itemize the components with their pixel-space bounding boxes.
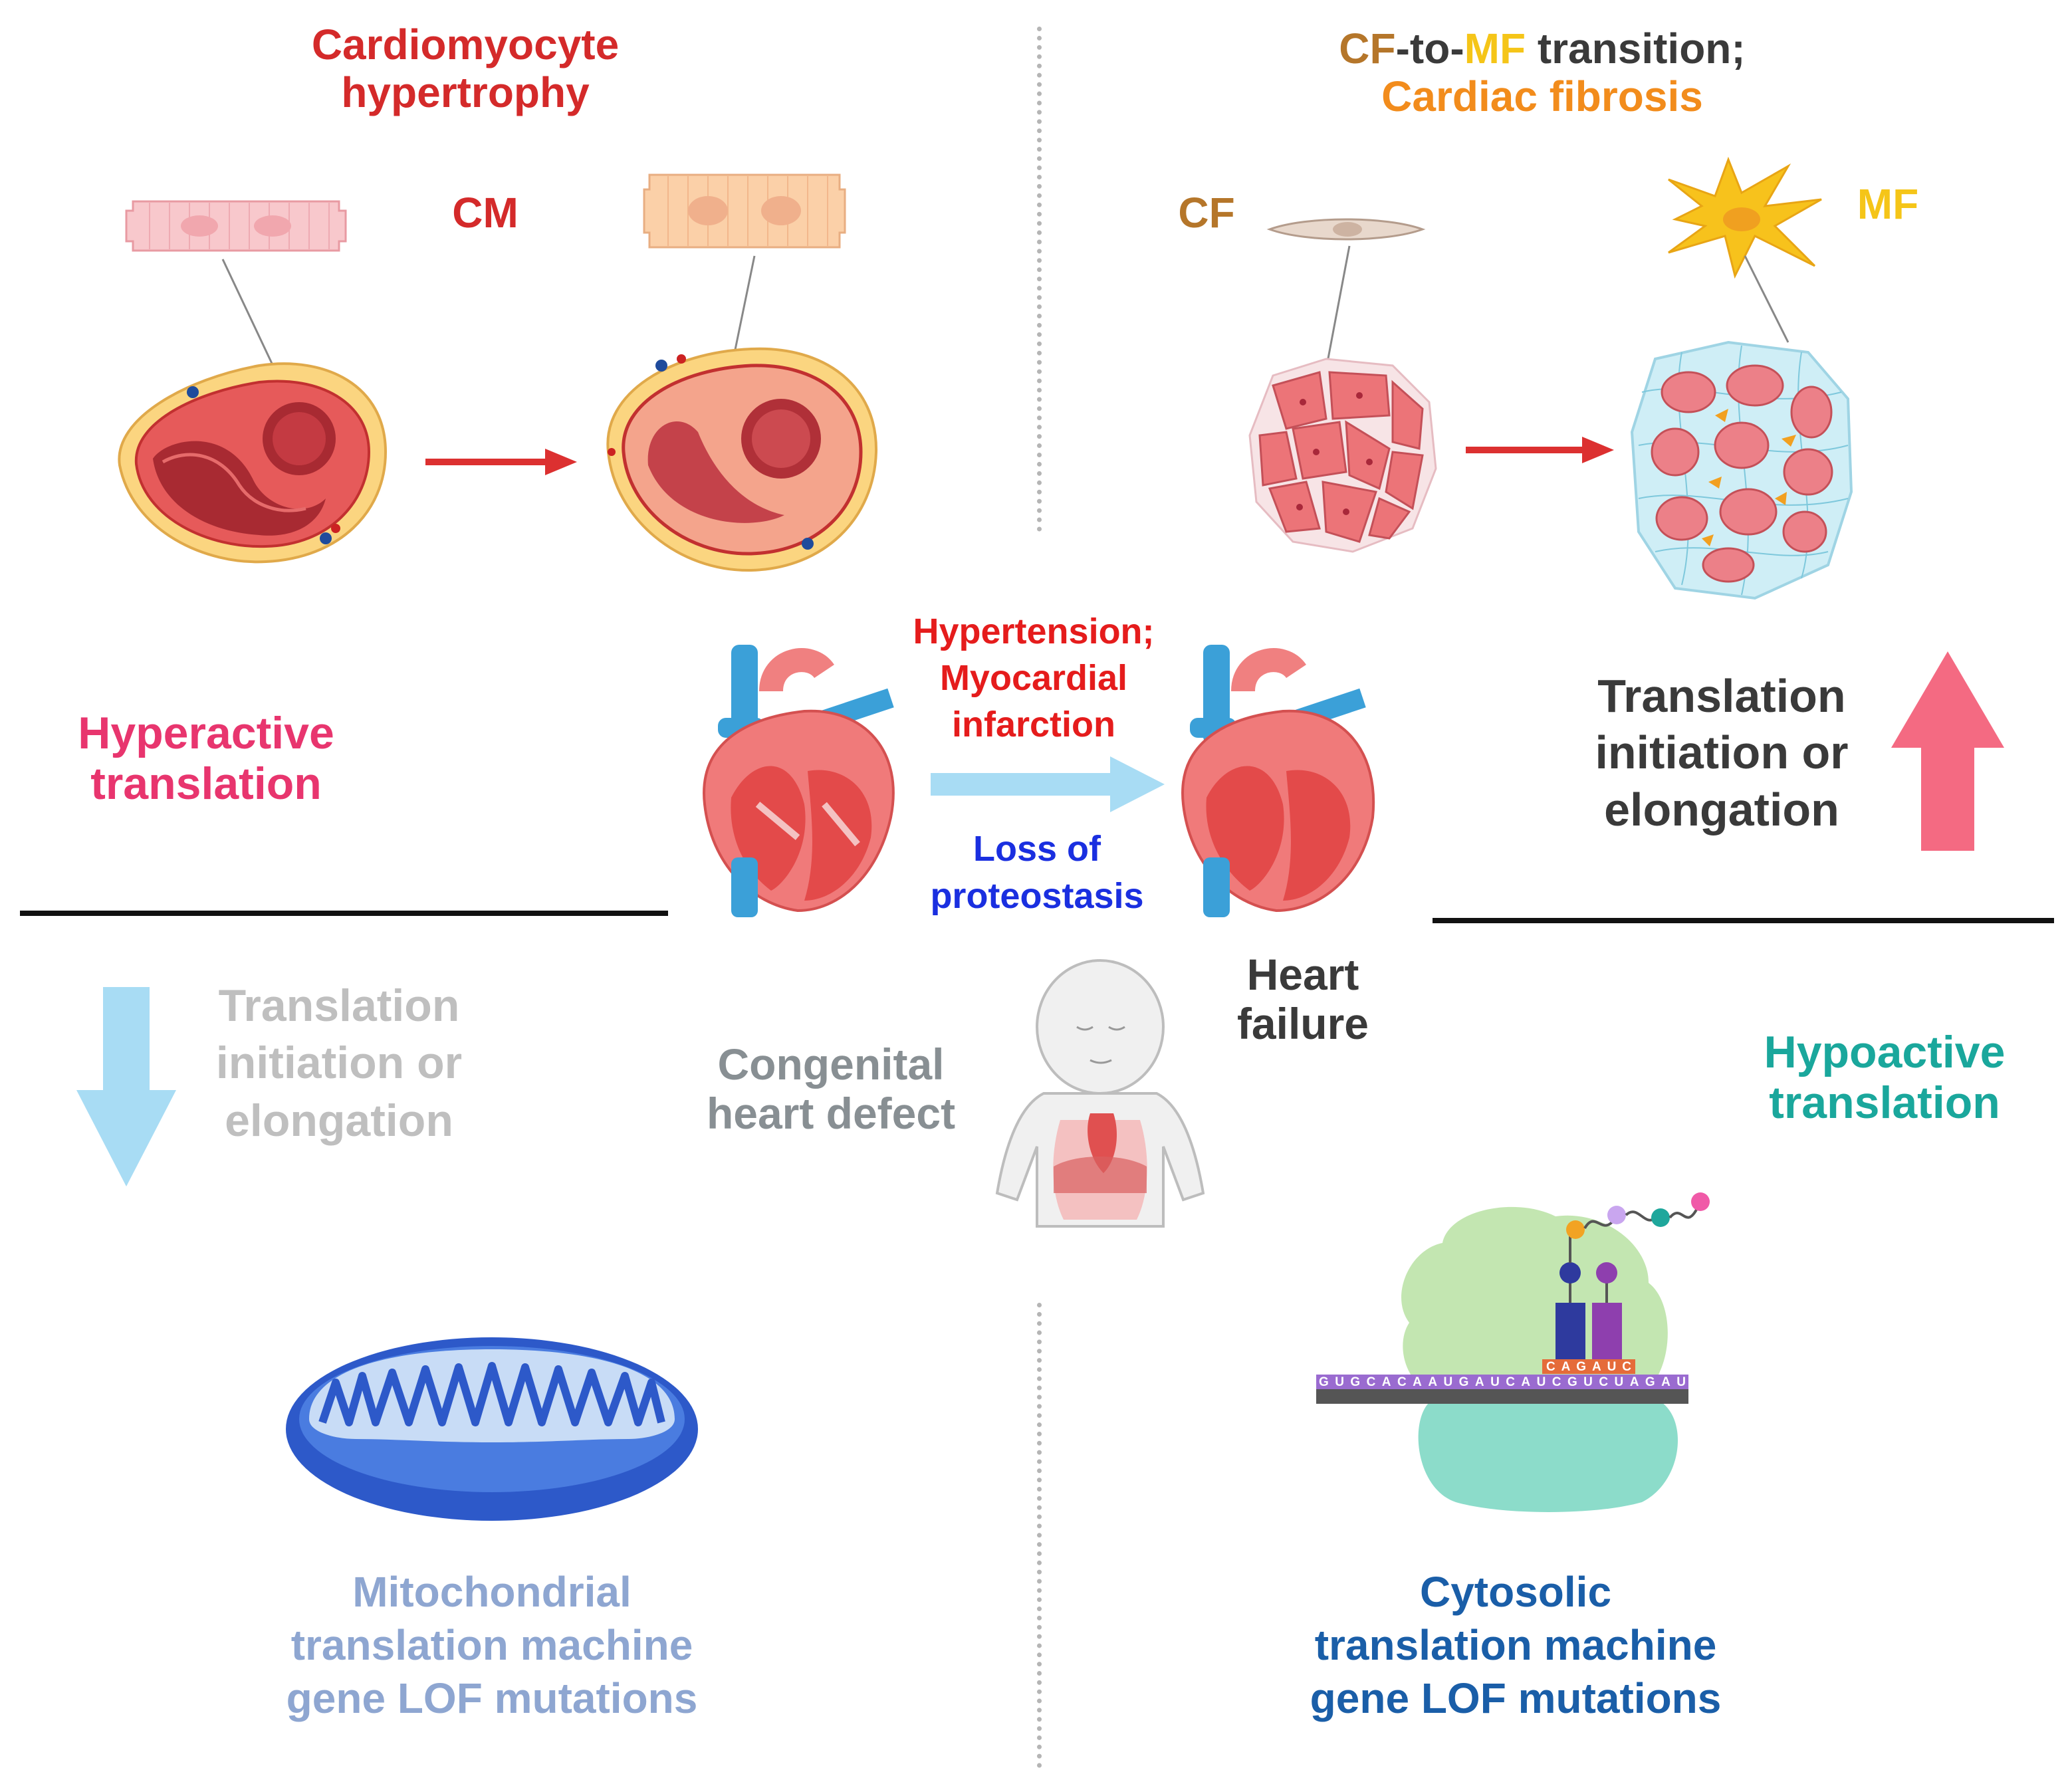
infant-icon bbox=[990, 954, 1210, 1233]
fibrosis-title-mf: MF bbox=[1464, 25, 1526, 72]
cyto-caption: Cytosolic translation machine gene LOF m… bbox=[1243, 1565, 1788, 1725]
loss-label: Loss of proteostasis bbox=[904, 826, 1170, 921]
up-arrow-icon bbox=[1888, 648, 2008, 854]
chd-line2: heart defect bbox=[706, 1088, 956, 1138]
cm-title-line1: Cardiomyocyte bbox=[311, 21, 620, 68]
fibrosis-title: CF-to-MF transition; Cardiac fibrosis bbox=[1263, 25, 1821, 120]
up-line2: initiation or bbox=[1595, 726, 1849, 779]
fibrosis-title-line1: CF-to-MF transition; bbox=[1263, 25, 1821, 73]
mito-line3: gene LOF mutations bbox=[286, 1674, 698, 1722]
mito-line1: Mitochondrial bbox=[352, 1568, 632, 1616]
congenital-label: Congenital heart defect bbox=[685, 1040, 977, 1139]
heart-failure-icon bbox=[1177, 638, 1383, 917]
hypertrophy-arrow-icon bbox=[425, 445, 578, 479]
hf-line2: failure bbox=[1236, 998, 1369, 1048]
chd-line1: Congenital bbox=[717, 1040, 945, 1089]
ribosome-icon: GUGCACAAUGAUCAUCGUCUAGAU CAGAUC bbox=[1303, 1170, 1715, 1515]
fibroblast-pointer-lines bbox=[1263, 199, 1861, 432]
cm-title-line2: hypertrophy bbox=[341, 68, 590, 116]
fibroblast-icon bbox=[1266, 209, 1426, 249]
heart-failure-label: Heart failure bbox=[1197, 950, 1409, 1049]
cyto-line1: Cytosolic bbox=[1419, 1568, 1612, 1616]
tissue-icon bbox=[1246, 356, 1439, 555]
cause-line2: Myocardial bbox=[939, 658, 1128, 699]
up-line3: elongation bbox=[1604, 783, 1839, 835]
cf-label: CF bbox=[1178, 189, 1235, 237]
divider-vertical-top bbox=[1037, 27, 1042, 532]
hyperactive-label: Hyperactive translation bbox=[40, 708, 372, 809]
divider-horizontal-left bbox=[20, 911, 668, 916]
hyperactive-line2: translation bbox=[90, 758, 322, 810]
cause-label: Hypertension; Myocardial infarction bbox=[884, 608, 1183, 748]
hf-line1: Heart bbox=[1246, 950, 1359, 999]
divider-vertical-bottom bbox=[1037, 1303, 1042, 1768]
loss-line1: Loss of bbox=[973, 829, 1101, 869]
down-line3: elongation bbox=[225, 1095, 453, 1146]
mf-label: MF bbox=[1857, 180, 1919, 228]
cause-line1: Hypertension; bbox=[913, 611, 1155, 651]
down-translation-label: Translation initiation or elongation bbox=[179, 977, 499, 1149]
hyperactive-line1: Hyperactive bbox=[78, 708, 334, 758]
up-translation-label: Translation initiation or elongation bbox=[1549, 668, 1895, 838]
mito-caption: Mitochondrial translation machine gene L… bbox=[219, 1565, 764, 1725]
cardiomyocyte-icon bbox=[123, 196, 349, 256]
fibrosis-arrow-icon bbox=[1466, 433, 1615, 467]
mitochondrion-icon bbox=[283, 1333, 701, 1525]
heart-icon bbox=[691, 638, 917, 917]
heart-cross-section-icon bbox=[106, 339, 392, 572]
cm-title: Cardiomyocyte hypertrophy bbox=[253, 21, 678, 116]
down-arrow-icon bbox=[73, 984, 179, 1190]
fibrosis-title-cf: CF bbox=[1339, 25, 1396, 72]
loss-line2: proteostasis bbox=[930, 876, 1144, 917]
hypertrophic-cardiomyocyte-icon bbox=[641, 169, 848, 253]
center-arrow-icon bbox=[931, 754, 1167, 814]
divider-horizontal-right bbox=[1433, 918, 2054, 923]
myofibroblast-icon bbox=[1655, 153, 1828, 279]
hypoactive-label: Hypoactive translation bbox=[1728, 1027, 2041, 1128]
cm-label: CM bbox=[452, 189, 518, 237]
down-line1: Translation bbox=[218, 980, 460, 1031]
fibrosis-title-line2: Cardiac fibrosis bbox=[1381, 72, 1703, 120]
cause-line3: infarction bbox=[951, 705, 1115, 745]
fibrosis-title-to: -to- bbox=[1395, 25, 1464, 72]
fibrotic-tissue-icon bbox=[1629, 339, 1855, 602]
cyto-line3: gene LOF mutations bbox=[1310, 1674, 1722, 1722]
fibrosis-title-transition: transition; bbox=[1526, 25, 1746, 72]
down-line2: initiation or bbox=[215, 1038, 463, 1089]
hypoactive-line1: Hypoactive bbox=[1764, 1027, 2006, 1077]
hypertrophic-heart-cross-section-icon bbox=[598, 332, 884, 578]
mito-line2: translation machine bbox=[290, 1621, 693, 1669]
hypoactive-line2: translation bbox=[1769, 1077, 2000, 1129]
up-line1: Translation bbox=[1597, 670, 1846, 722]
cyto-line2: translation machine bbox=[1314, 1621, 1717, 1669]
